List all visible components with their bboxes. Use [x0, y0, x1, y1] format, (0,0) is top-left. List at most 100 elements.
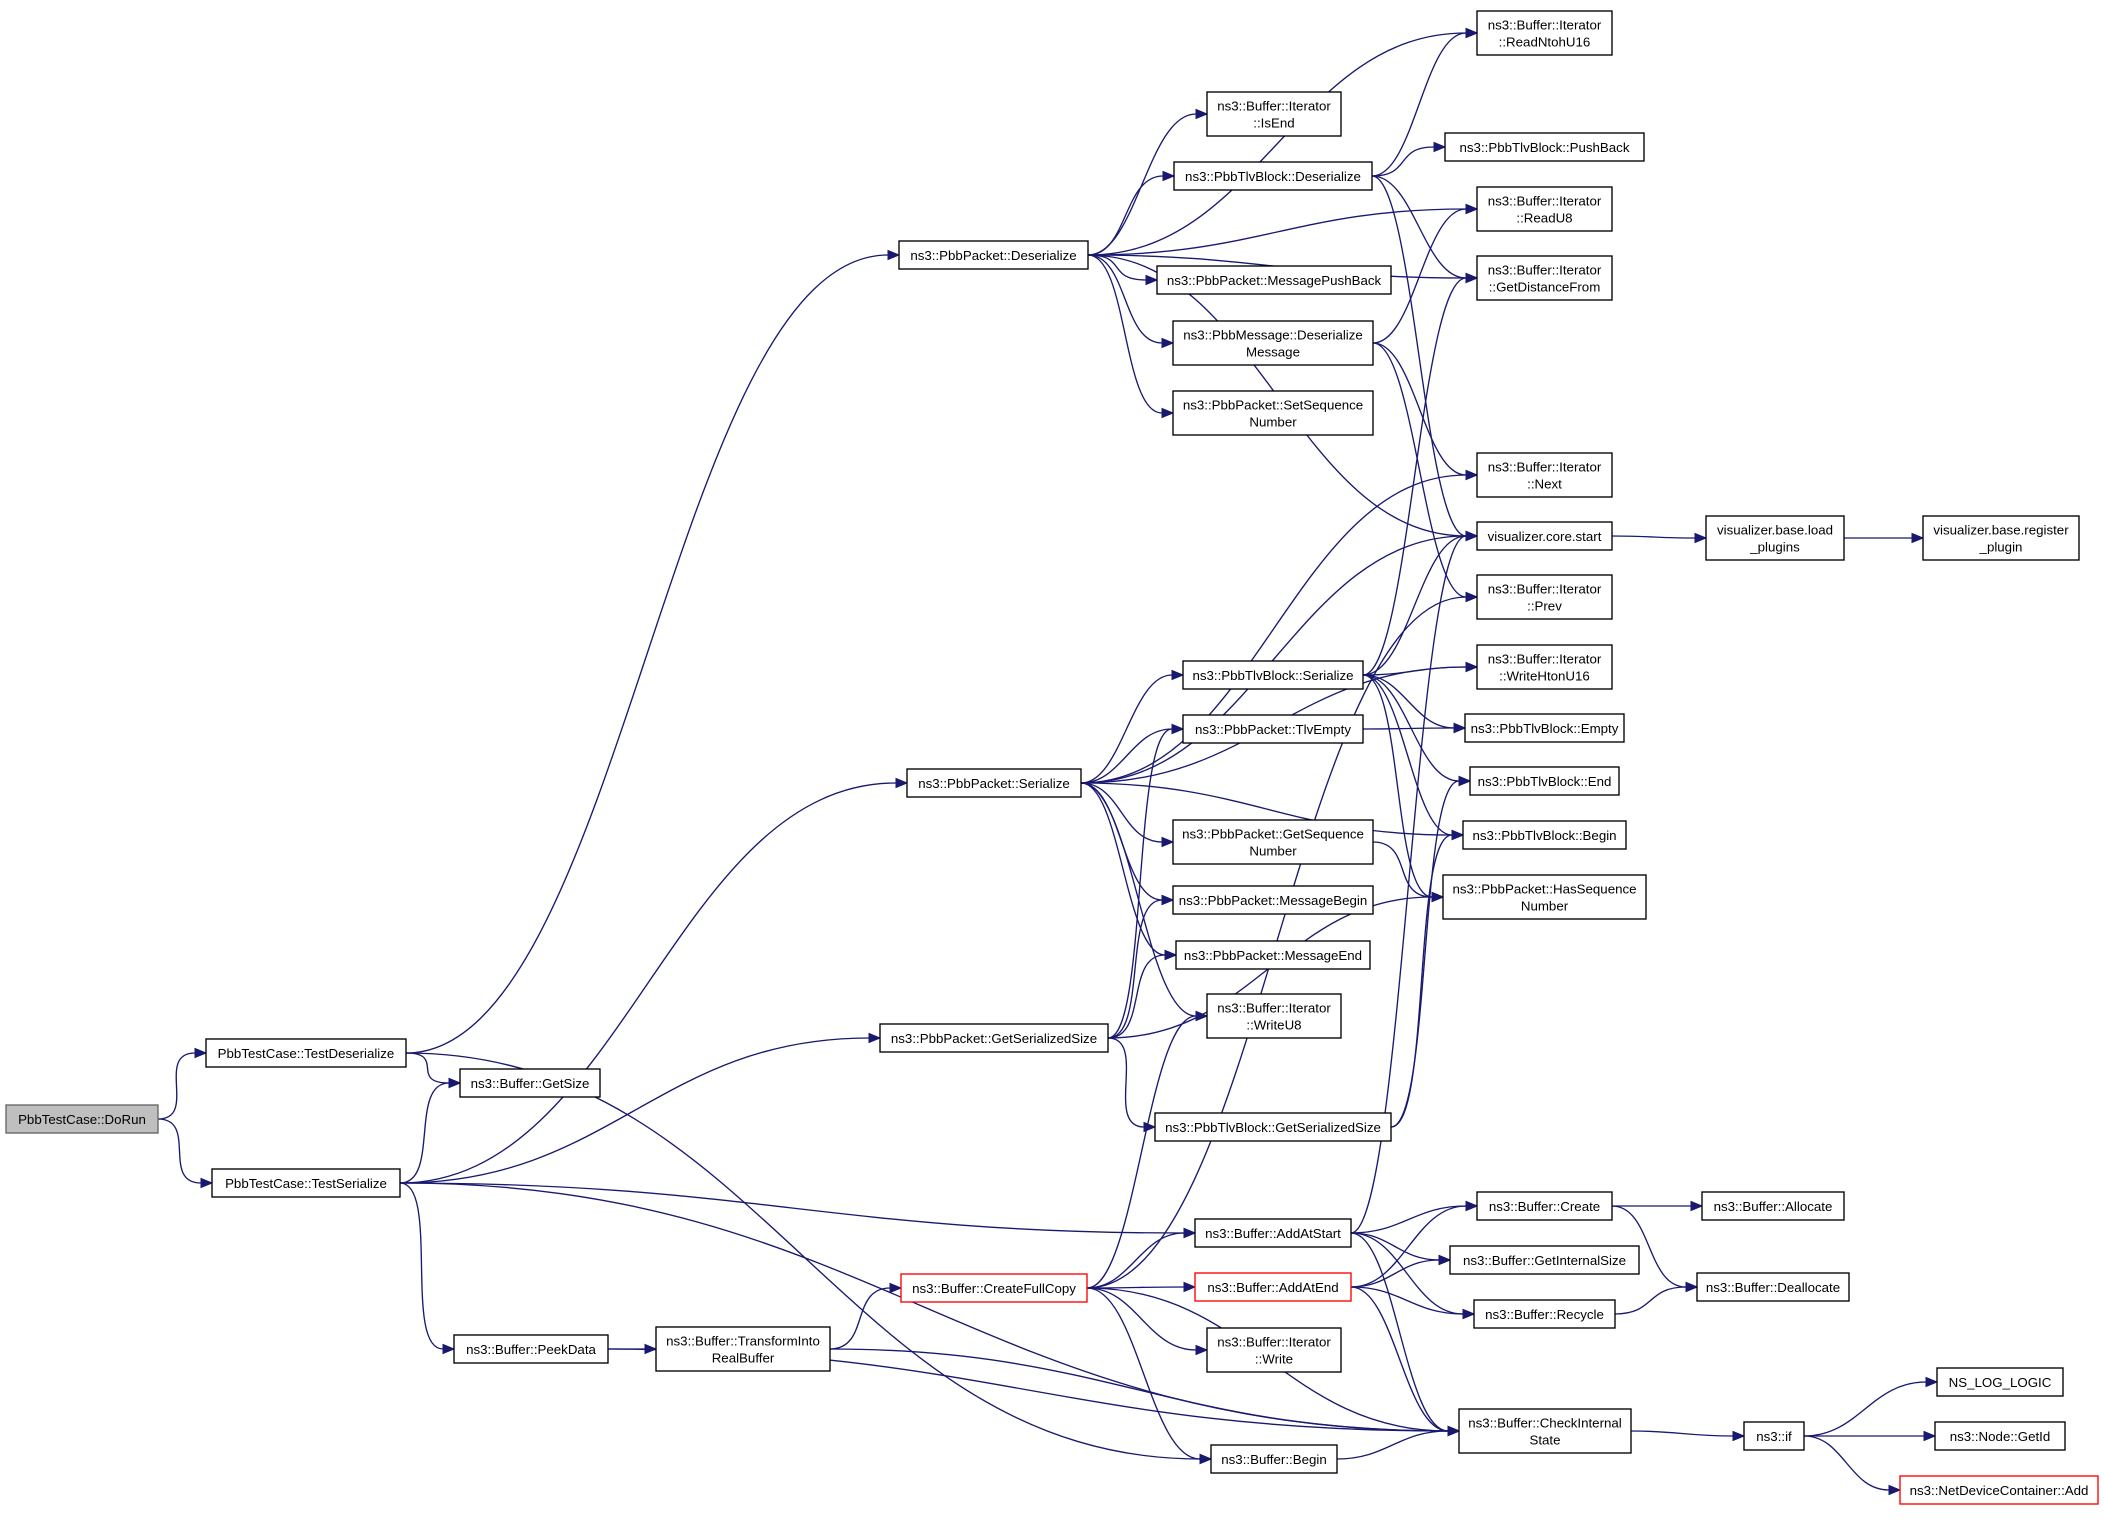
- node-label: ::WriteHtonU16: [1499, 669, 1590, 684]
- node-label: ns3::PbbPacket::HasSequence: [1452, 882, 1636, 897]
- arrowhead: [1447, 1425, 1461, 1437]
- node-getdist[interactable]: ns3::Buffer::Iterator::GetDistanceFrom: [1476, 255, 1613, 301]
- arrowhead: [1465, 530, 1479, 542]
- edge-pkt_ser-to-next: [1080, 474, 1467, 784]
- node-nslog[interactable]: NS_LOG_LOGIC: [1936, 1367, 2064, 1397]
- node-recycle[interactable]: ns3::Buffer::Recycle: [1473, 1299, 1616, 1329]
- node-label: ns3::PbbTlvBlock::End: [1478, 774, 1612, 789]
- node-label: ::ReadU8: [1516, 211, 1572, 226]
- node-label: visualizer.core.start: [1488, 529, 1602, 544]
- node-label: Number: [1521, 899, 1569, 914]
- node-createfull[interactable]: ns3::Buffer::CreateFullCopy: [900, 1273, 1088, 1303]
- edge-dorun-to-testser: [157, 1118, 202, 1184]
- node-prev[interactable]: ns3::Buffer::Iterator::Prev: [1476, 574, 1613, 620]
- node-writehton[interactable]: ns3::Buffer::Iterator::WriteHtonU16: [1476, 644, 1613, 690]
- edge-tlvb_deser-to-pushback: [1371, 146, 1435, 177]
- node-addatend[interactable]: ns3::Buffer::AddAtEnd: [1194, 1272, 1352, 1302]
- node-testser[interactable]: PbbTestCase::TestSerialize: [211, 1168, 401, 1198]
- node-tlvb-gss[interactable]: ns3::PbbTlvBlock::GetSerializedSize: [1154, 1112, 1392, 1142]
- node-loadplugins[interactable]: visualizer.base.load_plugins: [1705, 515, 1845, 561]
- node-label: ns3::Buffer::Iterator: [1488, 652, 1602, 667]
- node-ndcadd[interactable]: ns3::NetDeviceContainer::Add: [1899, 1475, 2099, 1505]
- node-nsif[interactable]: ns3::if: [1743, 1421, 1805, 1451]
- node-box: [1442, 874, 1647, 920]
- node-tlvb-deser[interactable]: ns3::PbbTlvBlock::Deserialize: [1173, 161, 1373, 191]
- node-regplugin[interactable]: visualizer.base.register_plugin: [1922, 515, 2080, 561]
- node-label: ns3::PbbTlvBlock::GetSerializedSize: [1165, 1120, 1381, 1135]
- node-msgend[interactable]: ns3::PbbPacket::MessageEnd: [1175, 940, 1371, 970]
- edge-testser-to-getsize: [399, 1082, 450, 1184]
- arrowhead: [1690, 1200, 1704, 1212]
- node-label: Message: [1246, 345, 1300, 360]
- node-box: [1206, 993, 1342, 1039]
- node-testdeser[interactable]: PbbTestCase::TestDeserialize: [205, 1038, 407, 1068]
- arrowhead: [448, 1077, 462, 1089]
- node-pkt-ser[interactable]: ns3::PbbPacket::Serialize: [906, 768, 1082, 798]
- nodes-layer: PbbTestCase::DoRun PbbTestCase::TestDeser…: [5, 10, 2099, 1505]
- node-label: ::IsEnd: [1253, 116, 1294, 131]
- node-getsize[interactable]: ns3::Buffer::GetSize: [459, 1068, 601, 1098]
- node-label: NS_LOG_LOGIC: [1949, 1375, 2052, 1390]
- arrowhead: [1465, 661, 1479, 673]
- node-pushback[interactable]: ns3::PbbTlvBlock::PushBack: [1444, 132, 1645, 162]
- edge-tlvb_ser-to-vstart: [1362, 535, 1467, 676]
- node-deallocate[interactable]: ns3::Buffer::Deallocate: [1696, 1272, 1850, 1302]
- node-tlvempty[interactable]: ns3::PbbPacket::TlvEmpty: [1182, 714, 1364, 744]
- arrowhead: [1888, 1484, 1902, 1496]
- node-allocate[interactable]: ns3::Buffer::Allocate: [1701, 1191, 1845, 1221]
- edge-transform-to-createfull: [829, 1287, 891, 1350]
- node-tlvb-empty[interactable]: ns3::PbbTlvBlock::Empty: [1464, 713, 1625, 743]
- node-addatstart[interactable]: ns3::Buffer::AddAtStart: [1194, 1218, 1352, 1248]
- node-bufbegin[interactable]: ns3::Buffer::Begin: [1210, 1444, 1338, 1474]
- node-tlvb-end[interactable]: ns3::PbbTlvBlock::End: [1469, 766, 1620, 796]
- arrowhead: [1465, 272, 1479, 284]
- arrowhead: [887, 249, 901, 261]
- node-getinternal[interactable]: ns3::Buffer::GetInternalSize: [1449, 1245, 1640, 1275]
- edge-tlvempty-to-tlvb_empty: [1362, 727, 1455, 730]
- node-msgpushback[interactable]: ns3::PbbPacket::MessagePushBack: [1156, 265, 1392, 295]
- node-next[interactable]: ns3::Buffer::Iterator::Next: [1476, 452, 1613, 498]
- edge-pkt_gss-to-tlvb_gss: [1107, 1037, 1145, 1128]
- edge-msg_deser-to-readu8: [1372, 208, 1467, 344]
- node-pkt-deser[interactable]: ns3::PbbPacket::Deserialize: [898, 240, 1089, 270]
- arrowhead: [1195, 108, 1209, 120]
- node-writeu8[interactable]: ns3::Buffer::Iterator::WriteU8: [1206, 993, 1342, 1039]
- node-readntoh[interactable]: ns3::Buffer::Iterator::ReadNtohU16: [1476, 10, 1613, 56]
- node-label: PbbTestCase::TestDeserialize: [218, 1046, 395, 1061]
- node-iterwrite[interactable]: ns3::Buffer::Iterator::Write: [1206, 1327, 1342, 1373]
- arrowhead: [1465, 1200, 1479, 1212]
- node-peekdata[interactable]: ns3::Buffer::PeekData: [453, 1334, 609, 1364]
- node-label: State: [1529, 1433, 1560, 1448]
- node-box: [211, 1168, 401, 1198]
- node-msgbegin[interactable]: ns3::PbbPacket::MessageBegin: [1172, 885, 1374, 915]
- node-box: [1458, 1408, 1632, 1454]
- node-readu8[interactable]: ns3::Buffer::Iterator::ReadU8: [1476, 186, 1613, 232]
- node-getid[interactable]: ns3::Node::GetId: [1934, 1421, 2066, 1451]
- arrowhead: [889, 1282, 903, 1294]
- node-tlvb-begin[interactable]: ns3::PbbTlvBlock::Begin: [1462, 820, 1627, 850]
- node-dorun[interactable]: PbbTestCase::DoRun: [5, 1104, 159, 1134]
- node-label: ns3::PbbPacket::SetSequence: [1183, 398, 1363, 413]
- node-vstart[interactable]: visualizer.core.start: [1476, 521, 1613, 551]
- arrowhead: [895, 777, 909, 789]
- node-box: [1473, 1299, 1616, 1329]
- node-tlvb-ser[interactable]: ns3::PbbTlvBlock::Serialize: [1182, 660, 1364, 690]
- node-isend[interactable]: ns3::Buffer::Iterator::IsEnd: [1206, 91, 1342, 137]
- arrowhead: [1195, 1010, 1209, 1022]
- arrowhead: [1431, 891, 1445, 903]
- edge-pkt_gss-to-tlvempty: [1107, 728, 1173, 1039]
- edge-pkt_ser-to-tlvempty: [1080, 728, 1173, 784]
- node-create[interactable]: ns3::Buffer::Create: [1476, 1191, 1613, 1221]
- node-box: [1175, 940, 1371, 970]
- arrowhead: [1911, 532, 1925, 544]
- arrowhead: [868, 1032, 882, 1044]
- node-box: [1476, 10, 1613, 56]
- node-box: [1194, 1218, 1352, 1248]
- node-pkt-gss[interactable]: ns3::PbbPacket::GetSerializedSize: [879, 1023, 1109, 1053]
